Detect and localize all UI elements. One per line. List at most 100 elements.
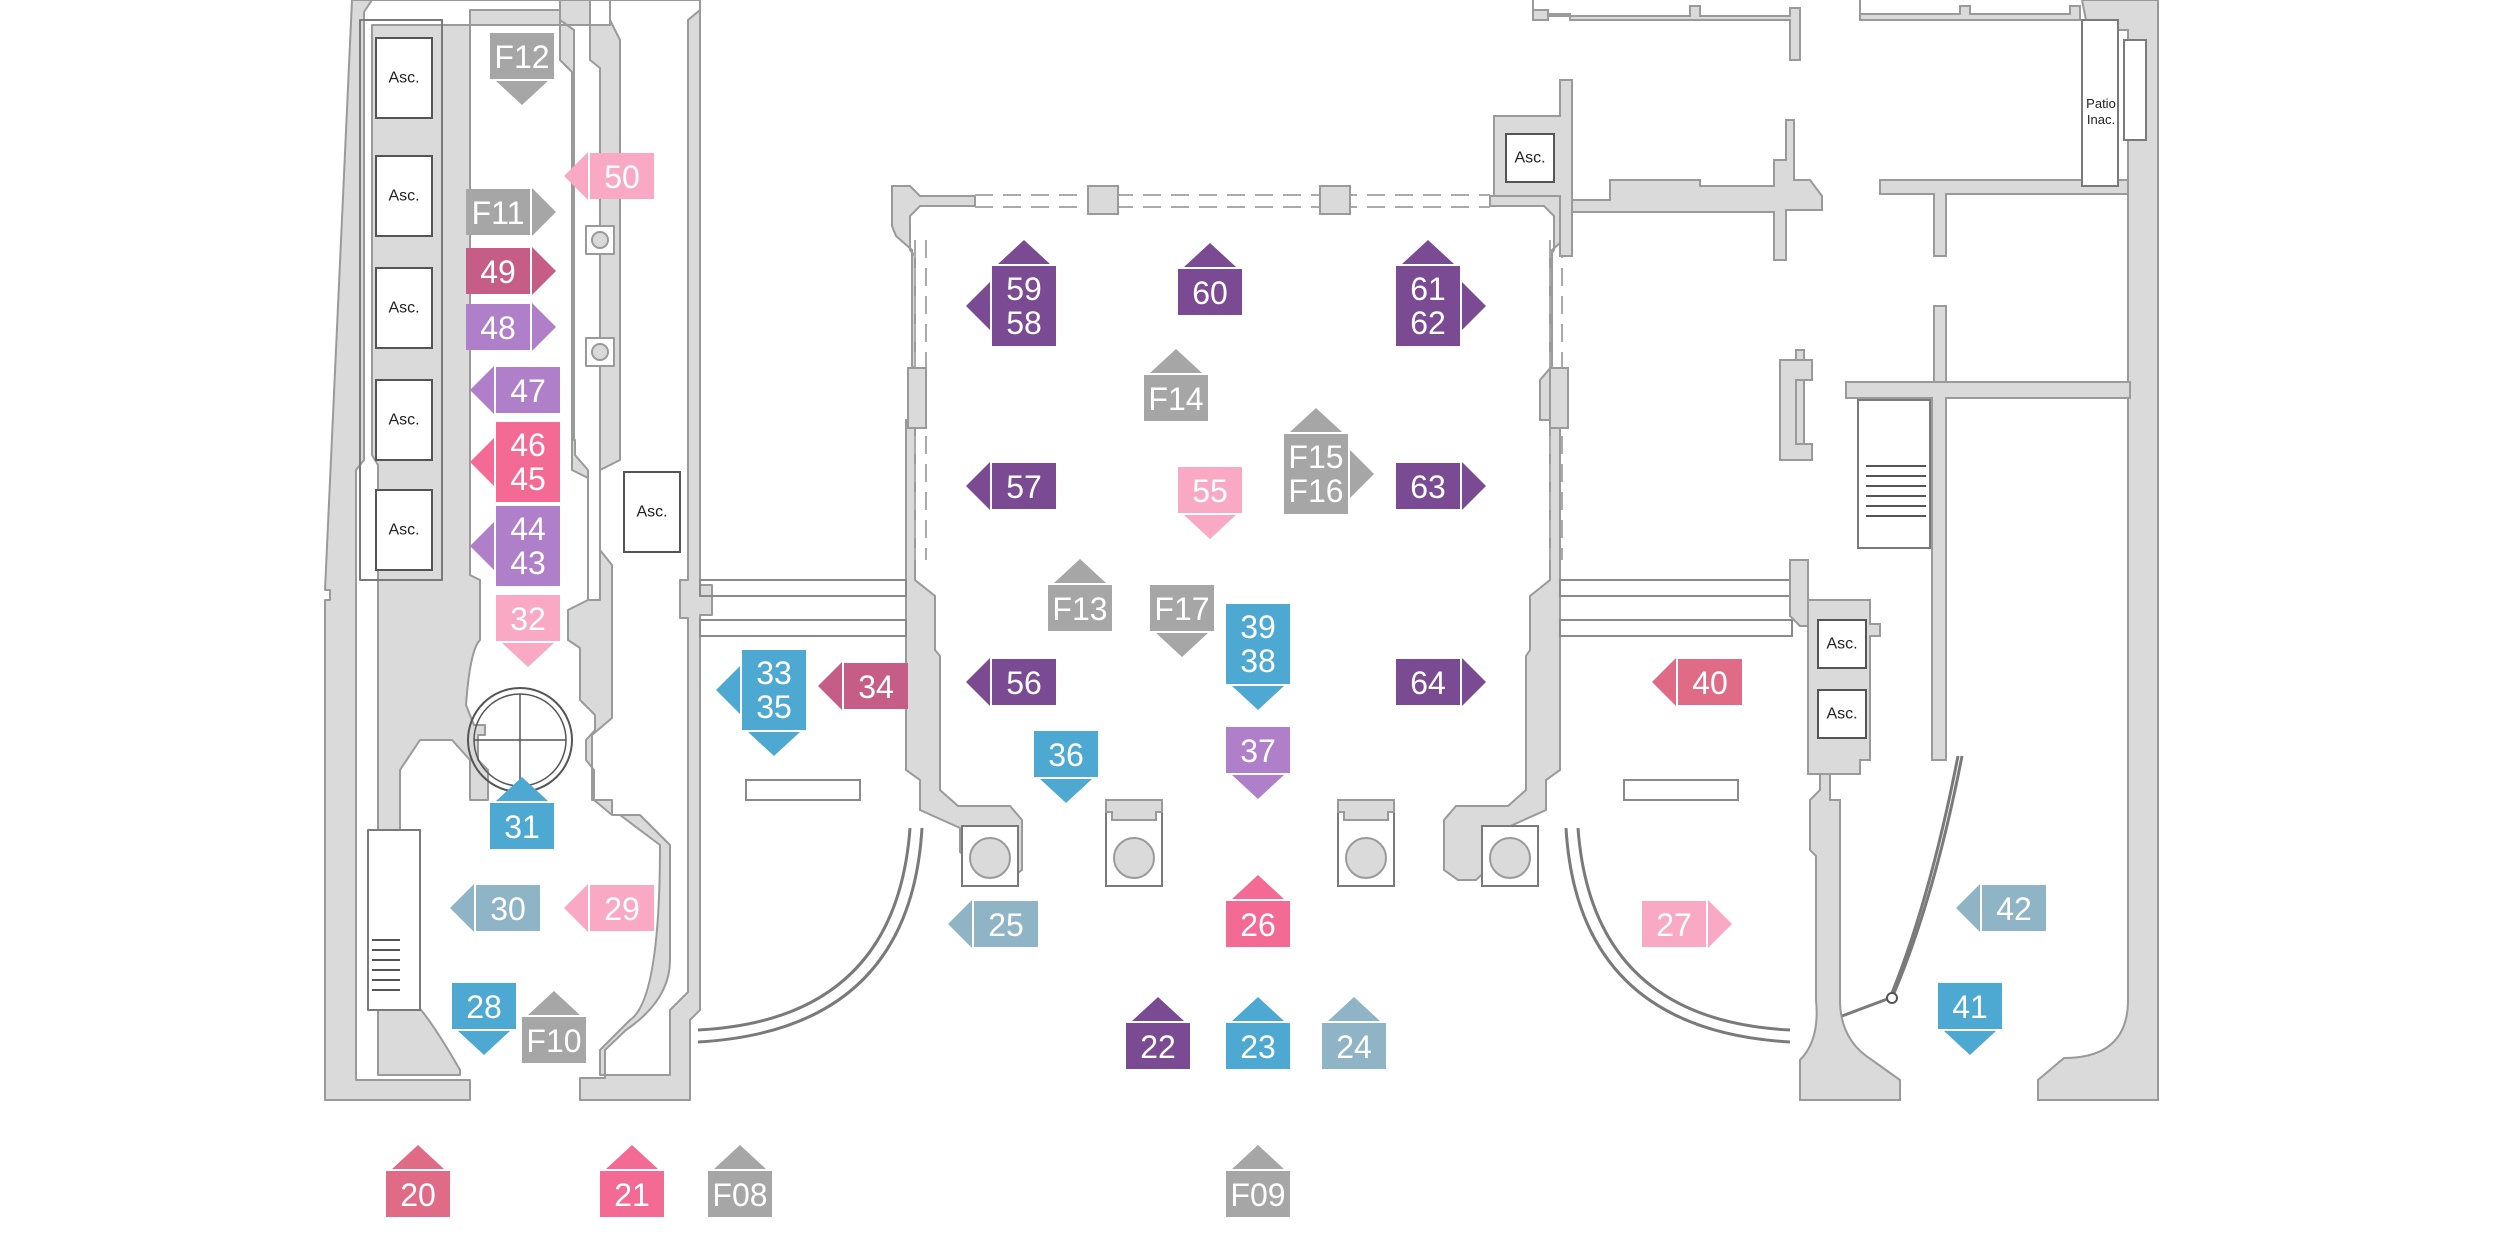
arrow-left-icon xyxy=(470,438,494,486)
arrow-right-icon xyxy=(1708,900,1732,948)
location-marker-26[interactable]: 26 xyxy=(1226,875,1290,947)
patio-label-2: Inac. xyxy=(2087,112,2115,127)
marker-badge xyxy=(1178,467,1242,513)
glass-walls xyxy=(914,194,1563,560)
right-mid-wall xyxy=(1559,119,1823,261)
location-marker-23[interactable]: 23 xyxy=(1226,997,1290,1069)
marker-badge xyxy=(1226,1023,1290,1069)
location-marker-F12[interactable]: F12 xyxy=(490,33,554,105)
marker-badge xyxy=(600,1171,664,1217)
location-marker-24[interactable]: 24 xyxy=(1322,997,1386,1069)
marker-badge xyxy=(466,304,530,350)
location-marker-42[interactable]: 42 xyxy=(1956,884,2046,932)
location-marker-57[interactable]: 57 xyxy=(966,462,1056,510)
location-marker-48[interactable]: 48 xyxy=(466,303,556,351)
marker-label: 28 xyxy=(466,989,502,1025)
marker-label: 33 xyxy=(756,655,792,691)
marker-label: 36 xyxy=(1048,737,1084,773)
marker-label: 58 xyxy=(1006,305,1042,341)
marker-badge xyxy=(476,885,540,931)
marker-badge xyxy=(490,33,554,79)
location-marker-22[interactable]: 22 xyxy=(1126,997,1190,1069)
arrow-left-icon xyxy=(948,900,972,948)
marker-badge xyxy=(992,659,1056,705)
marker-badge xyxy=(522,1017,586,1063)
location-marker-55[interactable]: 55 xyxy=(1178,467,1242,539)
location-marker-34[interactable]: 34 xyxy=(818,662,908,710)
location-marker-F14[interactable]: F14 xyxy=(1144,349,1208,421)
marker-badge xyxy=(490,803,554,849)
marker-badge xyxy=(386,1171,450,1217)
marker-label: 21 xyxy=(614,1177,650,1213)
marker-badge xyxy=(1678,659,1742,705)
marker-badge xyxy=(1284,434,1348,514)
location-marker-63[interactable]: 63 xyxy=(1396,462,1486,510)
marker-badge xyxy=(1226,604,1290,684)
marker-label: F08 xyxy=(712,1177,767,1213)
location-marker-40[interactable]: 40 xyxy=(1652,658,1742,706)
arrow-down-icon xyxy=(1184,515,1236,539)
location-marker-64[interactable]: 64 xyxy=(1396,658,1486,706)
location-marker-28[interactable]: 28 xyxy=(452,983,516,1055)
location-marker-29[interactable]: 29 xyxy=(564,884,654,932)
location-marker-41[interactable]: 41 xyxy=(1938,983,2002,1055)
arrow-down-icon xyxy=(748,732,800,756)
patio-block xyxy=(2081,19,2119,187)
location-marker-25[interactable]: 25 xyxy=(948,900,1038,948)
elevator-label: Asc. xyxy=(388,70,419,87)
patio-block-2 xyxy=(2123,39,2147,141)
marker-label: 40 xyxy=(1692,665,1728,701)
marker-label: F10 xyxy=(526,1023,581,1059)
arrow-left-icon xyxy=(564,884,588,932)
marker-label: 64 xyxy=(1410,665,1446,701)
location-marker-60[interactable]: 60 xyxy=(1178,243,1242,315)
elevator: Asc. xyxy=(1817,619,1867,669)
location-marker-30[interactable]: 30 xyxy=(450,884,540,932)
arrow-right-icon xyxy=(532,247,556,295)
column-core xyxy=(591,231,609,249)
location-marker-F13[interactable]: F13 xyxy=(1048,559,1112,631)
marker-badge xyxy=(496,367,560,413)
arrow-up-icon xyxy=(998,240,1050,264)
arrow-down-icon xyxy=(1232,775,1284,799)
location-marker-F09[interactable]: F09 xyxy=(1226,1145,1290,1217)
elevator-label: Asc. xyxy=(636,504,667,521)
location-marker-49[interactable]: 49 xyxy=(466,247,556,295)
right-wall-block-2 xyxy=(1879,179,2129,257)
marker-label: F14 xyxy=(1148,381,1203,417)
location-marker-32[interactable]: 32 xyxy=(496,595,560,667)
marker-label: 44 xyxy=(510,511,546,547)
arrow-right-icon xyxy=(1350,450,1374,498)
location-marker-56[interactable]: 56 xyxy=(966,658,1056,706)
location-marker-31[interactable]: 31 xyxy=(490,777,554,849)
location-marker-21[interactable]: 21 xyxy=(600,1145,664,1217)
marker-label: 22 xyxy=(1140,1029,1176,1065)
location-marker-F11[interactable]: F11 xyxy=(466,188,556,236)
arrow-up-icon xyxy=(1150,349,1202,373)
marker-label: 55 xyxy=(1192,473,1228,509)
location-marker-F10[interactable]: F10 xyxy=(522,991,586,1063)
location-marker-50[interactable]: 50 xyxy=(564,152,654,200)
arrow-down-icon xyxy=(502,643,554,667)
marker-label: 38 xyxy=(1240,643,1276,679)
location-marker-37[interactable]: 37 xyxy=(1226,727,1290,799)
marker-label: F13 xyxy=(1052,591,1107,627)
location-marker-F08[interactable]: F08 xyxy=(708,1145,772,1217)
location-marker-47[interactable]: 47 xyxy=(470,366,560,414)
location-marker-20[interactable]: 20 xyxy=(386,1145,450,1217)
location-marker-36[interactable]: 36 xyxy=(1034,731,1098,803)
marker-label: 56 xyxy=(1006,665,1042,701)
location-marker-F17[interactable]: F17 xyxy=(1150,585,1214,657)
marker-label: 59 xyxy=(1006,271,1042,307)
location-marker-27[interactable]: 27 xyxy=(1642,900,1732,948)
elevator: Asc. xyxy=(623,471,681,553)
